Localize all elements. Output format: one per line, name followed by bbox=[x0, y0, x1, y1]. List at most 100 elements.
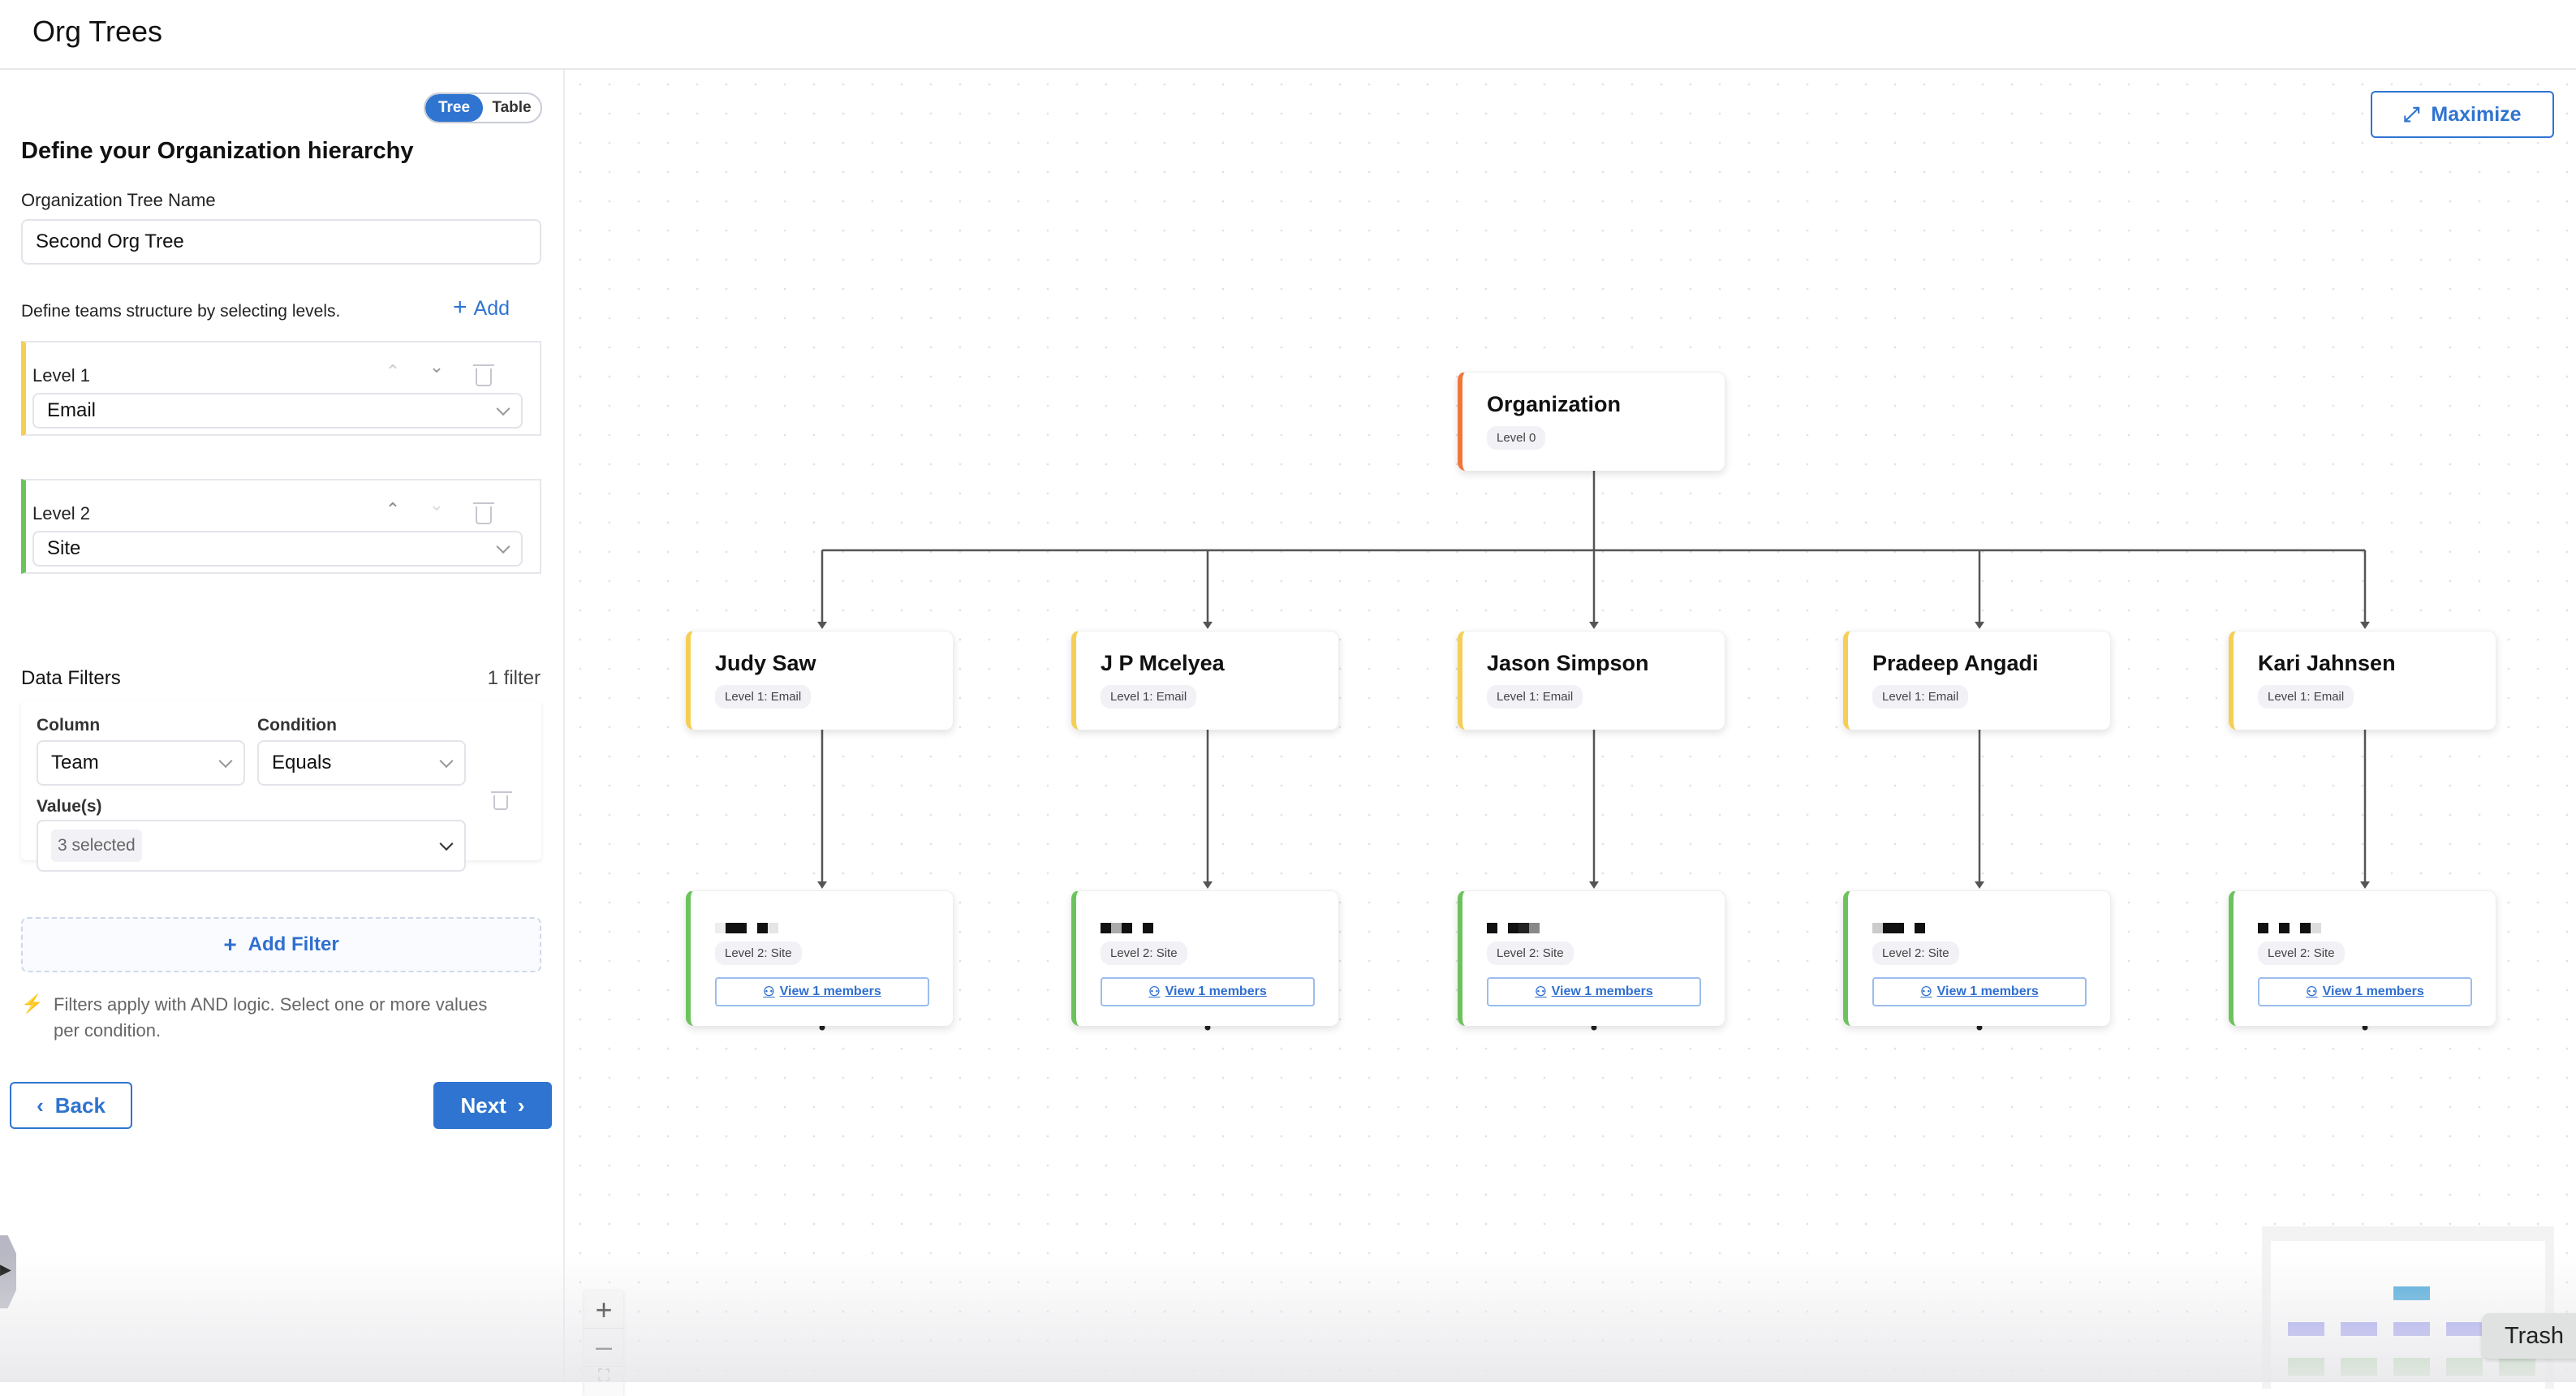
zoom-in-button[interactable]: + bbox=[584, 1290, 623, 1329]
trash-icon[interactable] bbox=[473, 502, 494, 524]
level-badge: Level 2: Site bbox=[1101, 941, 1187, 965]
panel-toggle-handle[interactable]: ▶ bbox=[0, 1235, 16, 1308]
chevron-down-icon bbox=[439, 837, 454, 851]
view-members-link[interactable]: ⚇View 1 members bbox=[2258, 977, 2472, 1006]
minimap-root bbox=[2393, 1286, 2430, 1300]
play-icon: ▶ bbox=[0, 1261, 11, 1278]
add-level-button[interactable]: +Add bbox=[453, 295, 510, 321]
view-members-link[interactable]: ⚇View 1 members bbox=[1487, 977, 1701, 1006]
trash-icon[interactable] bbox=[473, 364, 494, 386]
level-label: Level 1 bbox=[32, 365, 90, 386]
chevron-down-icon bbox=[439, 754, 454, 769]
view-toggle[interactable]: Tree Table bbox=[424, 93, 542, 123]
minimap[interactable] bbox=[2262, 1226, 2554, 1395]
level2-node[interactable]: Level 2: Site ⚇View 1 members bbox=[686, 890, 954, 1026]
org-root-node[interactable]: Organization Level 0 bbox=[1458, 372, 1725, 471]
tree-connectors bbox=[817, 471, 2370, 1031]
level-badge: Level 2: Site bbox=[1487, 941, 1574, 965]
next-button[interactable]: Next› bbox=[433, 1082, 552, 1129]
move-down-icon[interactable]: ⌄ bbox=[429, 494, 445, 515]
arrow-head bbox=[1203, 881, 1213, 889]
condition-select[interactable]: Equals bbox=[257, 740, 466, 786]
fit-view-button[interactable]: ⛶ bbox=[598, 1367, 610, 1385]
maximize-button[interactable]: ⤢Maximize bbox=[2371, 91, 2554, 138]
users-icon: ⚇ bbox=[1920, 985, 1932, 999]
view-members-link[interactable]: ⚇ View 1 members bbox=[1101, 977, 1315, 1006]
level-card-1: Level 1 ⌃ ⌄ Email bbox=[21, 341, 541, 436]
toggle-tree[interactable]: Tree bbox=[425, 94, 483, 122]
minimap-svg bbox=[2271, 1241, 2545, 1395]
arrow-head bbox=[1589, 622, 1599, 629]
level-badge: Level 1: Email bbox=[1872, 685, 1969, 709]
level2-node[interactable]: Level 2: Site ⚇View 1 members bbox=[1458, 890, 1725, 1026]
app-header: Org Trees bbox=[0, 0, 2576, 70]
levels-hint: Define teams structure by selecting leve… bbox=[21, 302, 341, 321]
level2-node[interactable]: Level 2: Site ⚇View 1 members bbox=[2229, 890, 2496, 1026]
values-label: Value(s) bbox=[37, 797, 102, 816]
chevron-down-icon bbox=[496, 540, 510, 554]
tree-name-input[interactable]: Second Org Tree bbox=[21, 219, 541, 265]
level-badge: Level 2: Site bbox=[2258, 941, 2345, 965]
level-select-value: Site bbox=[47, 537, 81, 559]
users-icon: ⚇ bbox=[2306, 985, 2318, 999]
section-heading: Define your Organization hierarchy bbox=[21, 138, 414, 164]
move-up-icon[interactable]: ⌃ bbox=[385, 499, 401, 519]
add-label: Add bbox=[473, 297, 510, 320]
view-members-link[interactable]: ⚇View 1 members bbox=[715, 977, 929, 1006]
column-value: Team bbox=[51, 752, 99, 773]
view-members-label: View 1 members bbox=[1165, 985, 1267, 998]
level-badge: Level 1: Email bbox=[1487, 685, 1583, 709]
back-button[interactable]: ‹Back bbox=[10, 1082, 132, 1129]
handle-dot bbox=[1204, 1024, 1211, 1031]
column-select[interactable]: Team bbox=[37, 740, 245, 786]
filter-card: Column Condition Team Equals Value(s) 3 … bbox=[21, 701, 541, 872]
arrow-head bbox=[1975, 881, 1984, 889]
arrow-head bbox=[2360, 881, 2370, 889]
move-up-icon[interactable]: ⌃ bbox=[385, 361, 401, 381]
redacted-name bbox=[1487, 909, 1540, 933]
trash-tooltip: Trash bbox=[2482, 1313, 2576, 1359]
view-members-link[interactable]: ⚇View 1 members bbox=[1872, 977, 2087, 1006]
level-badge: Level 1: Email bbox=[715, 685, 812, 709]
minimap-l1 bbox=[2393, 1322, 2430, 1336]
plus-icon: + bbox=[223, 932, 237, 957]
node-name: Jason Simpson bbox=[1487, 651, 1649, 675]
minimap-l2 bbox=[2288, 1358, 2324, 1376]
arrow-head bbox=[1589, 881, 1599, 889]
filter-count: 1 filter bbox=[487, 667, 541, 689]
minimap-l2 bbox=[2499, 1358, 2535, 1376]
chevron-left-icon: ‹ bbox=[37, 1092, 44, 1118]
redacted-name bbox=[1101, 909, 1153, 933]
users-icon: ⚇ bbox=[1148, 985, 1161, 999]
level2-node[interactable]: Level 2: Site ⚇ View 1 members bbox=[1071, 890, 1339, 1026]
handle-dot bbox=[1591, 1024, 1597, 1031]
add-filter-button[interactable]: +Add Filter bbox=[21, 917, 541, 972]
chevron-down-icon bbox=[218, 754, 233, 769]
level-select[interactable]: Email bbox=[32, 393, 523, 429]
level-badge: Level 2: Site bbox=[1872, 941, 1959, 965]
move-down-icon[interactable]: ⌄ bbox=[429, 356, 445, 377]
handle-dot bbox=[1976, 1024, 1983, 1031]
toggle-table[interactable]: Table bbox=[492, 99, 532, 116]
view-members-label: View 1 members bbox=[779, 985, 881, 998]
level-select-value: Email bbox=[47, 399, 97, 421]
level-badge: Level 2: Site bbox=[715, 941, 802, 965]
level-select[interactable]: Site bbox=[32, 531, 523, 567]
arrow-head bbox=[1975, 622, 1984, 629]
zoom-out-button[interactable]: – bbox=[584, 1329, 623, 1367]
redacted-name bbox=[2258, 909, 2321, 933]
redacted-name bbox=[1872, 909, 1925, 933]
level2-node[interactable]: Level 2: Site ⚇View 1 members bbox=[1843, 890, 2111, 1026]
filter-note: Filters apply with AND logic. Select one… bbox=[54, 994, 488, 1041]
minimap-l1 bbox=[2341, 1322, 2377, 1336]
delete-filter-icon[interactable] bbox=[491, 791, 512, 810]
level-badge: Level 0 bbox=[1487, 426, 1546, 450]
values-select[interactable]: 3 selected bbox=[37, 820, 466, 872]
arrow-head bbox=[2360, 622, 2370, 629]
